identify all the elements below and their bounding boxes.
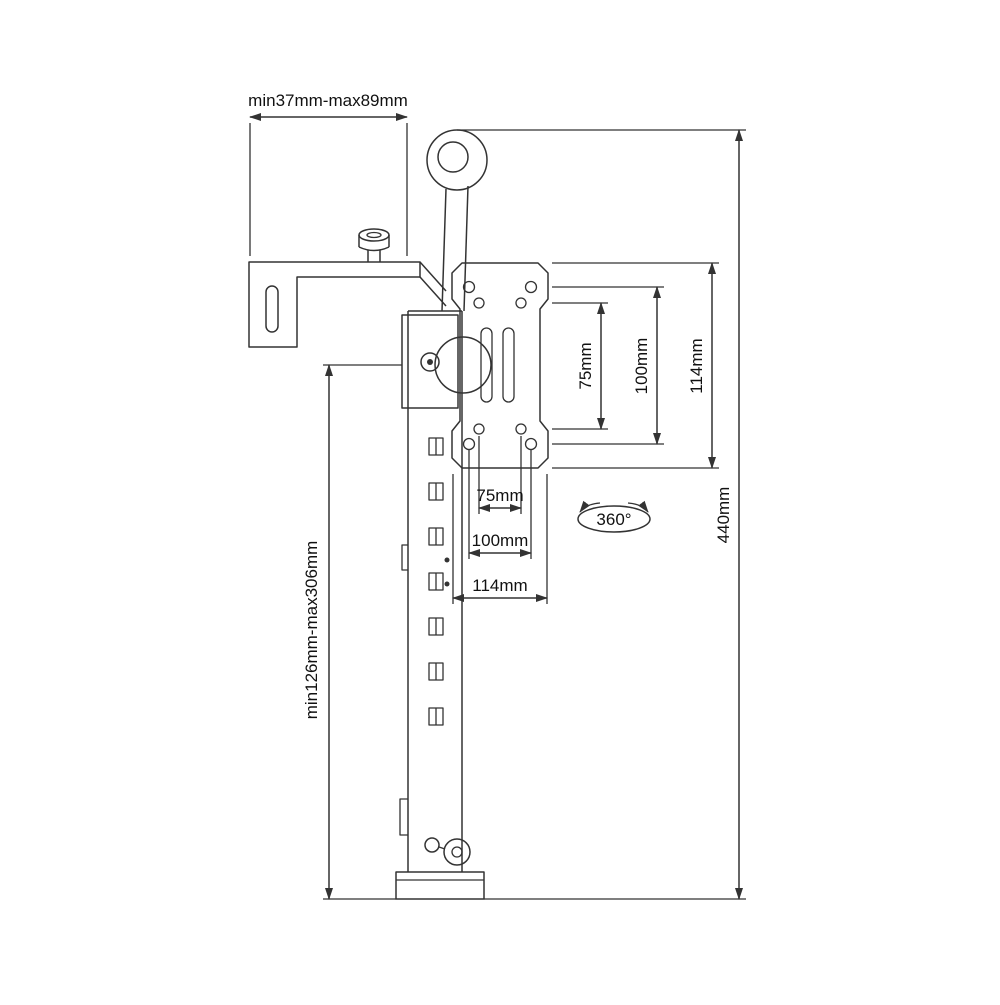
column-rail (399, 310, 463, 872)
pivot-screw (420, 352, 440, 372)
vesa-hole (524, 437, 538, 451)
knob-top-inner (366, 231, 382, 239)
dim-vesa-horizontal: 75mm 100mm 114mm (452, 436, 548, 604)
vesa-plate-outline (451, 262, 549, 469)
label-vesa-114-horizontal: 114mm (472, 576, 527, 595)
hook-strap (441, 188, 447, 312)
vesa-hole-inner (515, 423, 527, 435)
vesa-center-slot (480, 327, 493, 403)
pivot-block (401, 314, 492, 409)
vesa-hole (462, 280, 476, 294)
vesa-hole-inner (473, 297, 485, 309)
vesa-hole-inner (515, 297, 527, 309)
rivet-dot (444, 557, 450, 563)
dim-total-height: 440mm (457, 129, 746, 900)
label-total-height: 440mm (714, 487, 733, 544)
vesa-center-slot (502, 327, 515, 403)
hook-outer (426, 129, 488, 191)
label-pole-range: min126mm-max306mm (302, 541, 321, 720)
column-slots (428, 437, 444, 726)
base-plate (395, 871, 485, 900)
bracket-outline (248, 261, 421, 348)
label-rotation: 360° (596, 510, 631, 529)
pivot-housing (401, 314, 459, 409)
thumbscrew-knob (358, 228, 390, 262)
rotation-360: 360° (577, 500, 651, 533)
rotation-arrow-right (627, 500, 649, 513)
rivet-dot (444, 581, 450, 587)
label-vesa-100-horizontal: 100mm (472, 531, 529, 550)
vesa-hole-inner (473, 423, 485, 435)
hook-inner (437, 141, 469, 173)
bracket-brace (419, 261, 447, 292)
column-notch (401, 544, 408, 571)
label-vesa-114-vertical: 114mm (687, 338, 706, 393)
dim-pole-range: min126mm-max306mm (302, 364, 402, 900)
wall-bracket (248, 228, 447, 348)
top-hook (426, 129, 488, 312)
tension-knob-center (451, 846, 463, 858)
knob-top (358, 228, 390, 242)
vesa-plate (451, 262, 549, 469)
tension-stem (438, 846, 446, 850)
vesa-hole (524, 280, 538, 294)
knob-bottom (358, 246, 390, 252)
dim-clamp-range: min37mm-max89mm (248, 91, 408, 256)
tension-bolt (424, 837, 440, 853)
label-vesa-75-horizontal: 75mm (476, 486, 523, 505)
rotation-hub (434, 336, 492, 394)
rotation-ellipse (577, 505, 651, 533)
pivot-screw-center (427, 359, 433, 365)
rotation-arrow-left (579, 500, 601, 513)
column-latch (399, 798, 408, 836)
label-vesa-75-vertical: 75mm (576, 342, 595, 389)
label-vesa-100-vertical: 100mm (632, 338, 651, 395)
vesa-hole (462, 437, 476, 451)
dim-vesa-vertical: 114mm 100mm 75mm (552, 262, 719, 469)
bracket-slot (265, 285, 279, 333)
base-foot (395, 837, 485, 900)
label-clamp-range: min37mm-max89mm (248, 91, 408, 110)
tension-knob (443, 838, 471, 866)
